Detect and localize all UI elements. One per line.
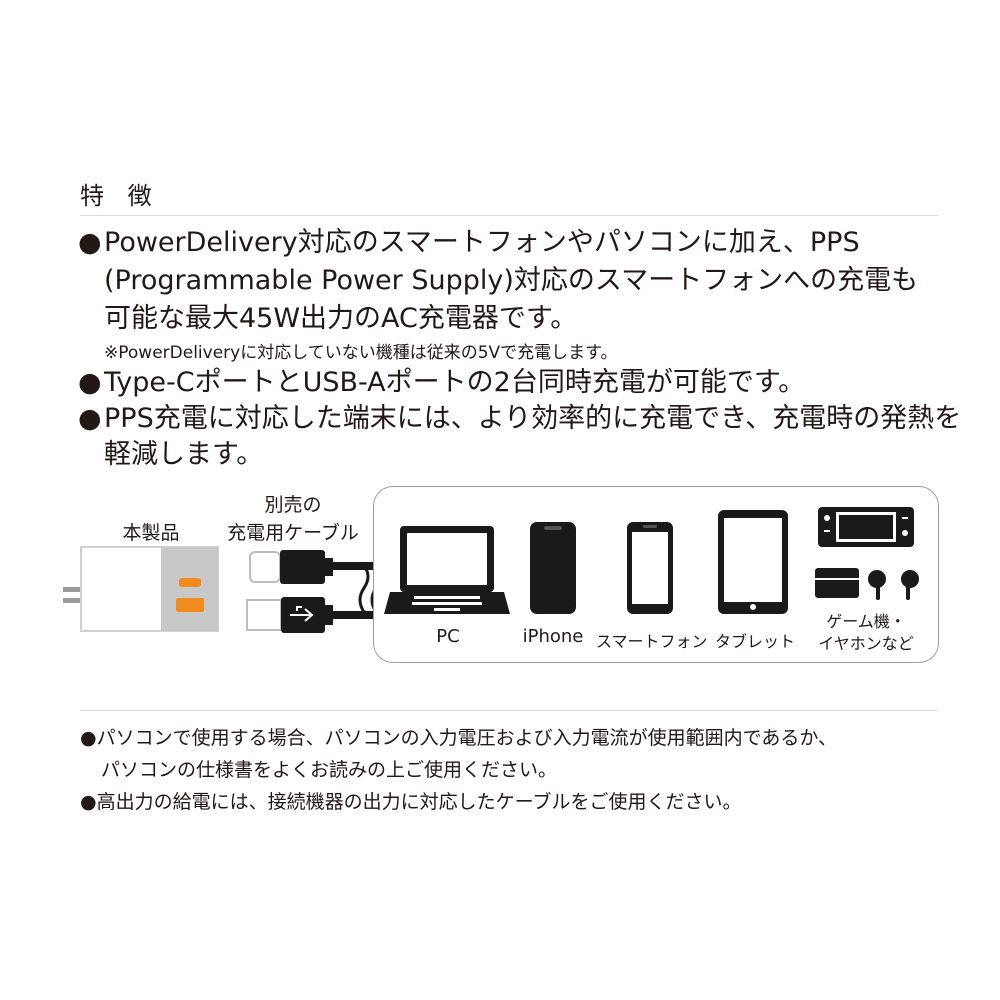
device-label-game-1: ゲーム機・	[826, 612, 906, 631]
usb-c-cable-icon	[249, 550, 373, 584]
device-label-pc: PC	[436, 626, 460, 647]
device-label-game-2: イヤホンなど	[818, 634, 914, 653]
section-heading: 特 徴	[80, 182, 160, 210]
note-2-text-1: 高出力の給電には、接続機器の出力に対応したケーブルをご使用ください。	[96, 791, 742, 813]
note-1-line-2: パソコンの仕様書をよくお読みの上ご使用ください。	[101, 759, 558, 781]
feature-1-line-3: 可能な最大45W出力のAC充電器です。	[104, 303, 578, 334]
feature-1-line-2: (Programmable Power Supply)対応のスマートフォンへの充…	[104, 265, 919, 296]
usb-a-cable-icon	[246, 597, 373, 633]
note-2-line-1: ●高出力の給電には、接続機器の出力に対応したケーブルをご使用ください。	[80, 786, 741, 818]
laptop-icon	[384, 526, 510, 614]
feature-3-text-1: PPS充電に対応した端末には、より効率的に充電でき、充電時の発熱を	[104, 403, 962, 434]
note-1-line-1: ●パソコンで使用する場合、パソコンの入力電圧および入力電流が使用範囲内であるか、	[80, 722, 837, 754]
cable-label-2: 充電用ケーブル	[227, 522, 359, 544]
ac-charger-icon	[63, 546, 219, 632]
feature-2-line-1: ●Type-CポートとUSB-Aポートの2台同時充電が可能です。	[78, 364, 805, 402]
feature-3-line-2: 軽減します。	[104, 439, 264, 470]
smartphone-icon	[627, 522, 673, 614]
device-label-tablet: タブレット	[714, 632, 795, 651]
bullet-icon: ●	[80, 727, 97, 749]
notes-divider	[80, 710, 938, 711]
feature-2-text-1: Type-CポートとUSB-Aポートの2台同時充電が可能です。	[104, 367, 806, 398]
earphones-icon	[815, 568, 919, 600]
feature-1-text-1: PowerDelivery対応のスマートフォンやパソコンに加え、PPS	[104, 227, 860, 258]
feature-1-note: ※PowerDeliveryに対応していない機種は従来の5Vで充電します。	[104, 343, 618, 363]
device-label-iphone: iPhone	[522, 626, 584, 647]
game-console-icon	[818, 507, 914, 547]
feature-1-line-1: ●PowerDelivery対応のスマートフォンやパソコンに加え、PPS	[78, 224, 860, 262]
bullet-icon: ●	[78, 403, 102, 434]
feature-3-line-1: ●PPS充電に対応した端末には、より効率的に充電でき、充電時の発熱を	[78, 400, 961, 438]
note-1-text-1: パソコンで使用する場合、パソコンの入力電圧および入力電流が使用範囲内であるか、	[96, 727, 838, 749]
iphone-icon	[530, 522, 576, 614]
tablet-icon	[718, 510, 788, 614]
bullet-icon: ●	[78, 227, 102, 258]
bullet-icon: ●	[80, 791, 97, 813]
device-label-smartphone: スマートフォン	[596, 632, 708, 651]
product-label: 本製品	[122, 522, 180, 544]
bullet-icon: ●	[78, 367, 102, 398]
cable-label-1: 別売の	[264, 494, 322, 516]
heading-divider	[80, 215, 938, 216]
